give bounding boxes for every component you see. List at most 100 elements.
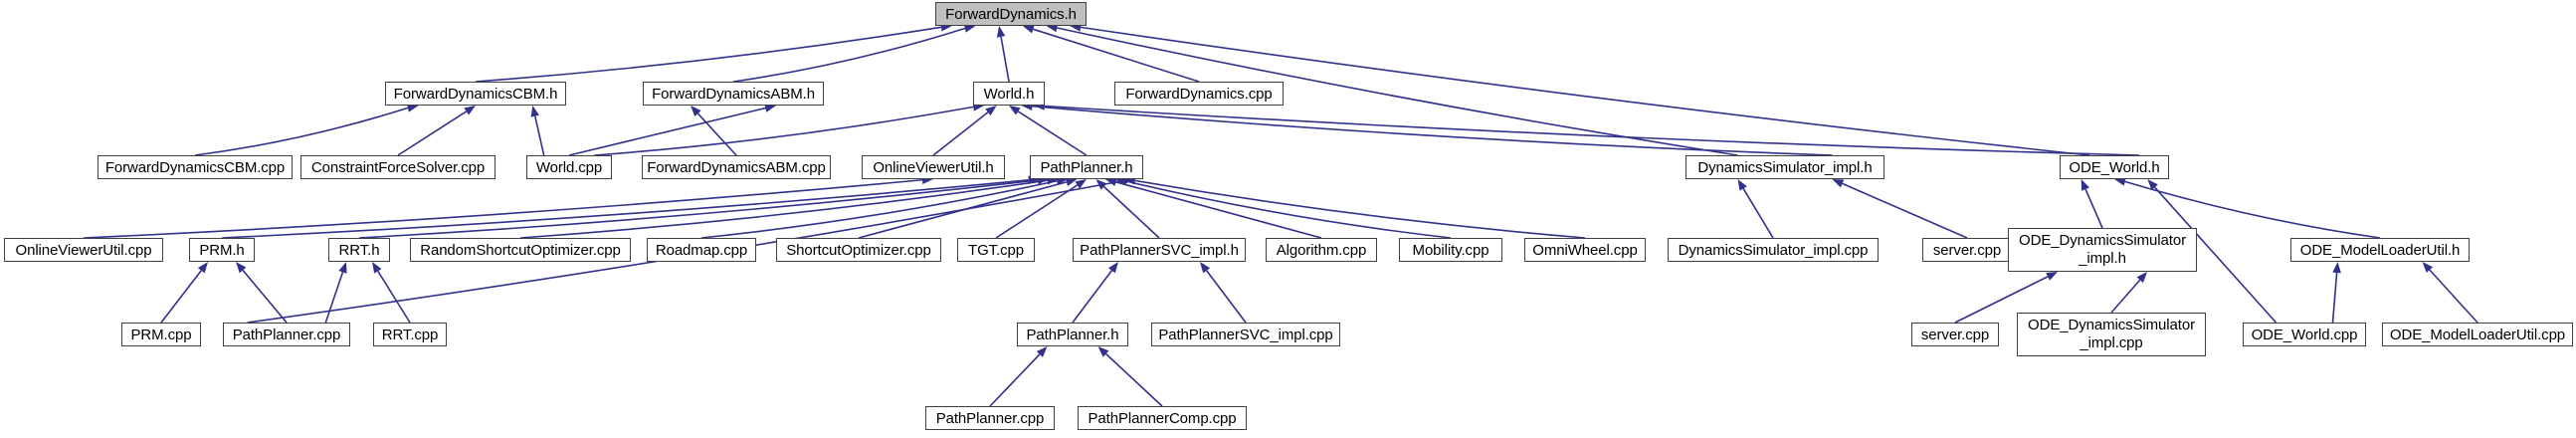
graph-edge — [397, 110, 468, 156]
graph-edge-arrowhead — [2136, 272, 2147, 284]
graph-node[interactable]: World.cpp — [526, 155, 612, 179]
graph-node[interactable]: Roadmap.cpp — [647, 238, 756, 262]
graph-edge-arrowhead — [1832, 179, 1845, 188]
graph-node[interactable]: ForwardDynamics.cpp — [1114, 82, 1284, 106]
graph-node[interactable]: OnlineViewerUtil.cpp — [4, 238, 163, 262]
graph-node[interactable]: server.cpp — [1922, 238, 2012, 262]
graph-node-label: PathPlannerComp.cpp — [1088, 409, 1237, 427]
graph-node[interactable]: OnlineViewerUtil.h — [862, 155, 1005, 179]
graph-node[interactable]: RRT.h — [328, 238, 390, 262]
graph-node-label: PRM.h — [199, 241, 245, 259]
graph-edge-arrowhead — [197, 262, 208, 274]
graph-edge — [2331, 272, 2338, 324]
graph-node[interactable]: ForwardDynamicsCBM.h — [385, 82, 566, 106]
graph-edge-arrowhead — [464, 106, 476, 115]
graph-node-label: server.cpp — [1932, 241, 2002, 259]
graph-edge — [700, 179, 1058, 239]
graph-node[interactable]: RRT.cpp — [373, 323, 447, 346]
graph-node[interactable]: DynamicsSimulator_impl.cpp — [1668, 238, 1879, 262]
graph-edge — [194, 107, 409, 156]
graph-edge-arrowhead — [236, 262, 247, 274]
graph-node[interactable]: World.h — [973, 82, 1045, 106]
graph-node-label: RRT.h — [338, 241, 380, 259]
graph-node[interactable]: ForwardDynamicsABM.cpp — [642, 155, 831, 179]
graph-node[interactable]: ODE_World.h — [2060, 155, 2169, 179]
graph-node[interactable]: ODE_ModelLoaderUtil.cpp — [2382, 323, 2573, 346]
graph-node-label: PathPlanner.cpp — [232, 326, 341, 343]
graph-node[interactable]: PathPlannerSVC_impl.h — [1073, 238, 1246, 262]
graph-node[interactable]: ODE_World.cpp — [2243, 323, 2366, 346]
graph-edge — [1125, 180, 1452, 239]
graph-node-label: RRT.cpp — [381, 326, 439, 343]
graph-node[interactable]: PRM.cpp — [121, 323, 201, 346]
graph-node[interactable]: Algorithm.cpp — [1266, 238, 1377, 262]
graph-edge — [594, 106, 974, 156]
graph-node-label: Algorithm.cpp — [1276, 241, 1367, 259]
graph-node[interactable]: Mobility.cpp — [1399, 238, 1502, 262]
graph-node[interactable]: PathPlannerComp.cpp — [1078, 406, 1247, 430]
graph-node-label: ODE_World.cpp — [2251, 326, 2358, 343]
graph-node-label: PathPlanner.h — [1026, 326, 1119, 343]
graph-node-label: World.cpp — [535, 158, 603, 176]
graph-node[interactable]: PRM.h — [189, 238, 255, 262]
graph-edge-arrowhead — [1075, 179, 1087, 189]
graph-edge-arrowhead — [530, 106, 539, 117]
graph-edge — [732, 27, 966, 83]
graph-node-label: OnlineViewerUtil.cpp — [15, 241, 152, 259]
graph-edge — [932, 111, 989, 156]
graph-node[interactable]: PathPlanner.h — [1017, 323, 1128, 346]
graph-edge — [2084, 188, 2103, 229]
graph-node-label: DynamicsSimulator_impl.h — [1697, 158, 1873, 176]
graph-edge — [324, 272, 344, 324]
graph-node-label: PathPlannerSVC_impl.cpp — [1158, 326, 1333, 343]
graph-node[interactable]: server.cpp — [1911, 323, 1999, 346]
graph-edge — [2429, 269, 2478, 324]
graph-node[interactable]: TGT.cpp — [957, 238, 1035, 262]
graph-node-label: PathPlanner.cpp — [935, 409, 1045, 427]
graph-edge — [358, 179, 1039, 239]
graph-node[interactable]: PathPlannerSVC_impl.cpp — [1151, 323, 1340, 346]
graph-edge — [1072, 270, 1113, 324]
graph-node[interactable]: PathPlanner.cpp — [925, 406, 1055, 430]
graph-edge-arrowhead — [372, 262, 382, 274]
graph-node-label: ForwardDynamicsABM.h — [652, 85, 815, 103]
graph-node-label: ODE_DynamicsSimulator _impl.cpp — [2028, 317, 2195, 351]
graph-node[interactable]: OmniWheel.cpp — [1524, 238, 1646, 262]
graph-node-label: ODE_ModelLoaderUtil.h — [2299, 241, 2461, 259]
graph-edge — [160, 270, 202, 324]
graph-node[interactable]: RandomShortcutOptimizer.cpp — [410, 238, 631, 262]
graph-node-label: TGT.cpp — [968, 241, 1024, 259]
graph-node[interactable]: ConstraintForceSolver.cpp — [300, 155, 495, 179]
graph-edge — [242, 269, 288, 324]
graph-node[interactable]: ForwardDynamics.h — [935, 2, 1087, 26]
graph-edge-arrowhead — [2332, 262, 2341, 274]
graph-node-label: RandomShortcutOptimizer.cpp — [420, 241, 621, 259]
graph-edge — [858, 181, 1068, 239]
graph-node[interactable]: ShortcutOptimizer.cpp — [776, 238, 941, 262]
graph-node-label: DynamicsSimulator_impl.cpp — [1678, 241, 1869, 259]
graph-edge — [1033, 28, 1200, 83]
graph-node[interactable]: ForwardDynamicsABM.h — [643, 82, 824, 106]
graph-node-label: PathPlannerSVC_impl.h — [1080, 241, 1239, 259]
graph-edge — [1842, 182, 1968, 239]
graph-node[interactable]: ODE_DynamicsSimulator _impl.h — [2008, 228, 2197, 272]
graph-edge — [83, 178, 923, 239]
graph-edge — [1017, 110, 1088, 156]
graph-edge-arrowhead — [996, 26, 1006, 38]
graph-node[interactable]: PathPlanner.h — [1030, 155, 1143, 179]
graph-node[interactable]: ODE_DynamicsSimulator _impl.cpp — [2017, 313, 2206, 356]
graph-edge — [1044, 105, 2140, 156]
graph-edge — [1742, 188, 1774, 239]
graph-node[interactable]: ODE_ModelLoaderUtil.h — [2290, 238, 2470, 262]
graph-node[interactable]: DynamicsSimulator_impl.h — [1685, 155, 1884, 179]
graph-node[interactable]: ForwardDynamicsCBM.cpp — [98, 155, 293, 179]
graph-node-label: ForwardDynamicsCBM.cpp — [104, 158, 286, 176]
graph-node[interactable]: PathPlanner.cpp — [223, 323, 350, 346]
graph-edge — [221, 178, 1029, 239]
graph-node-label: Mobility.cpp — [1412, 241, 1489, 259]
graph-edge — [377, 270, 411, 324]
graph-edge-arrowhead — [1200, 262, 1211, 274]
graph-node-label: World.h — [983, 85, 1035, 103]
